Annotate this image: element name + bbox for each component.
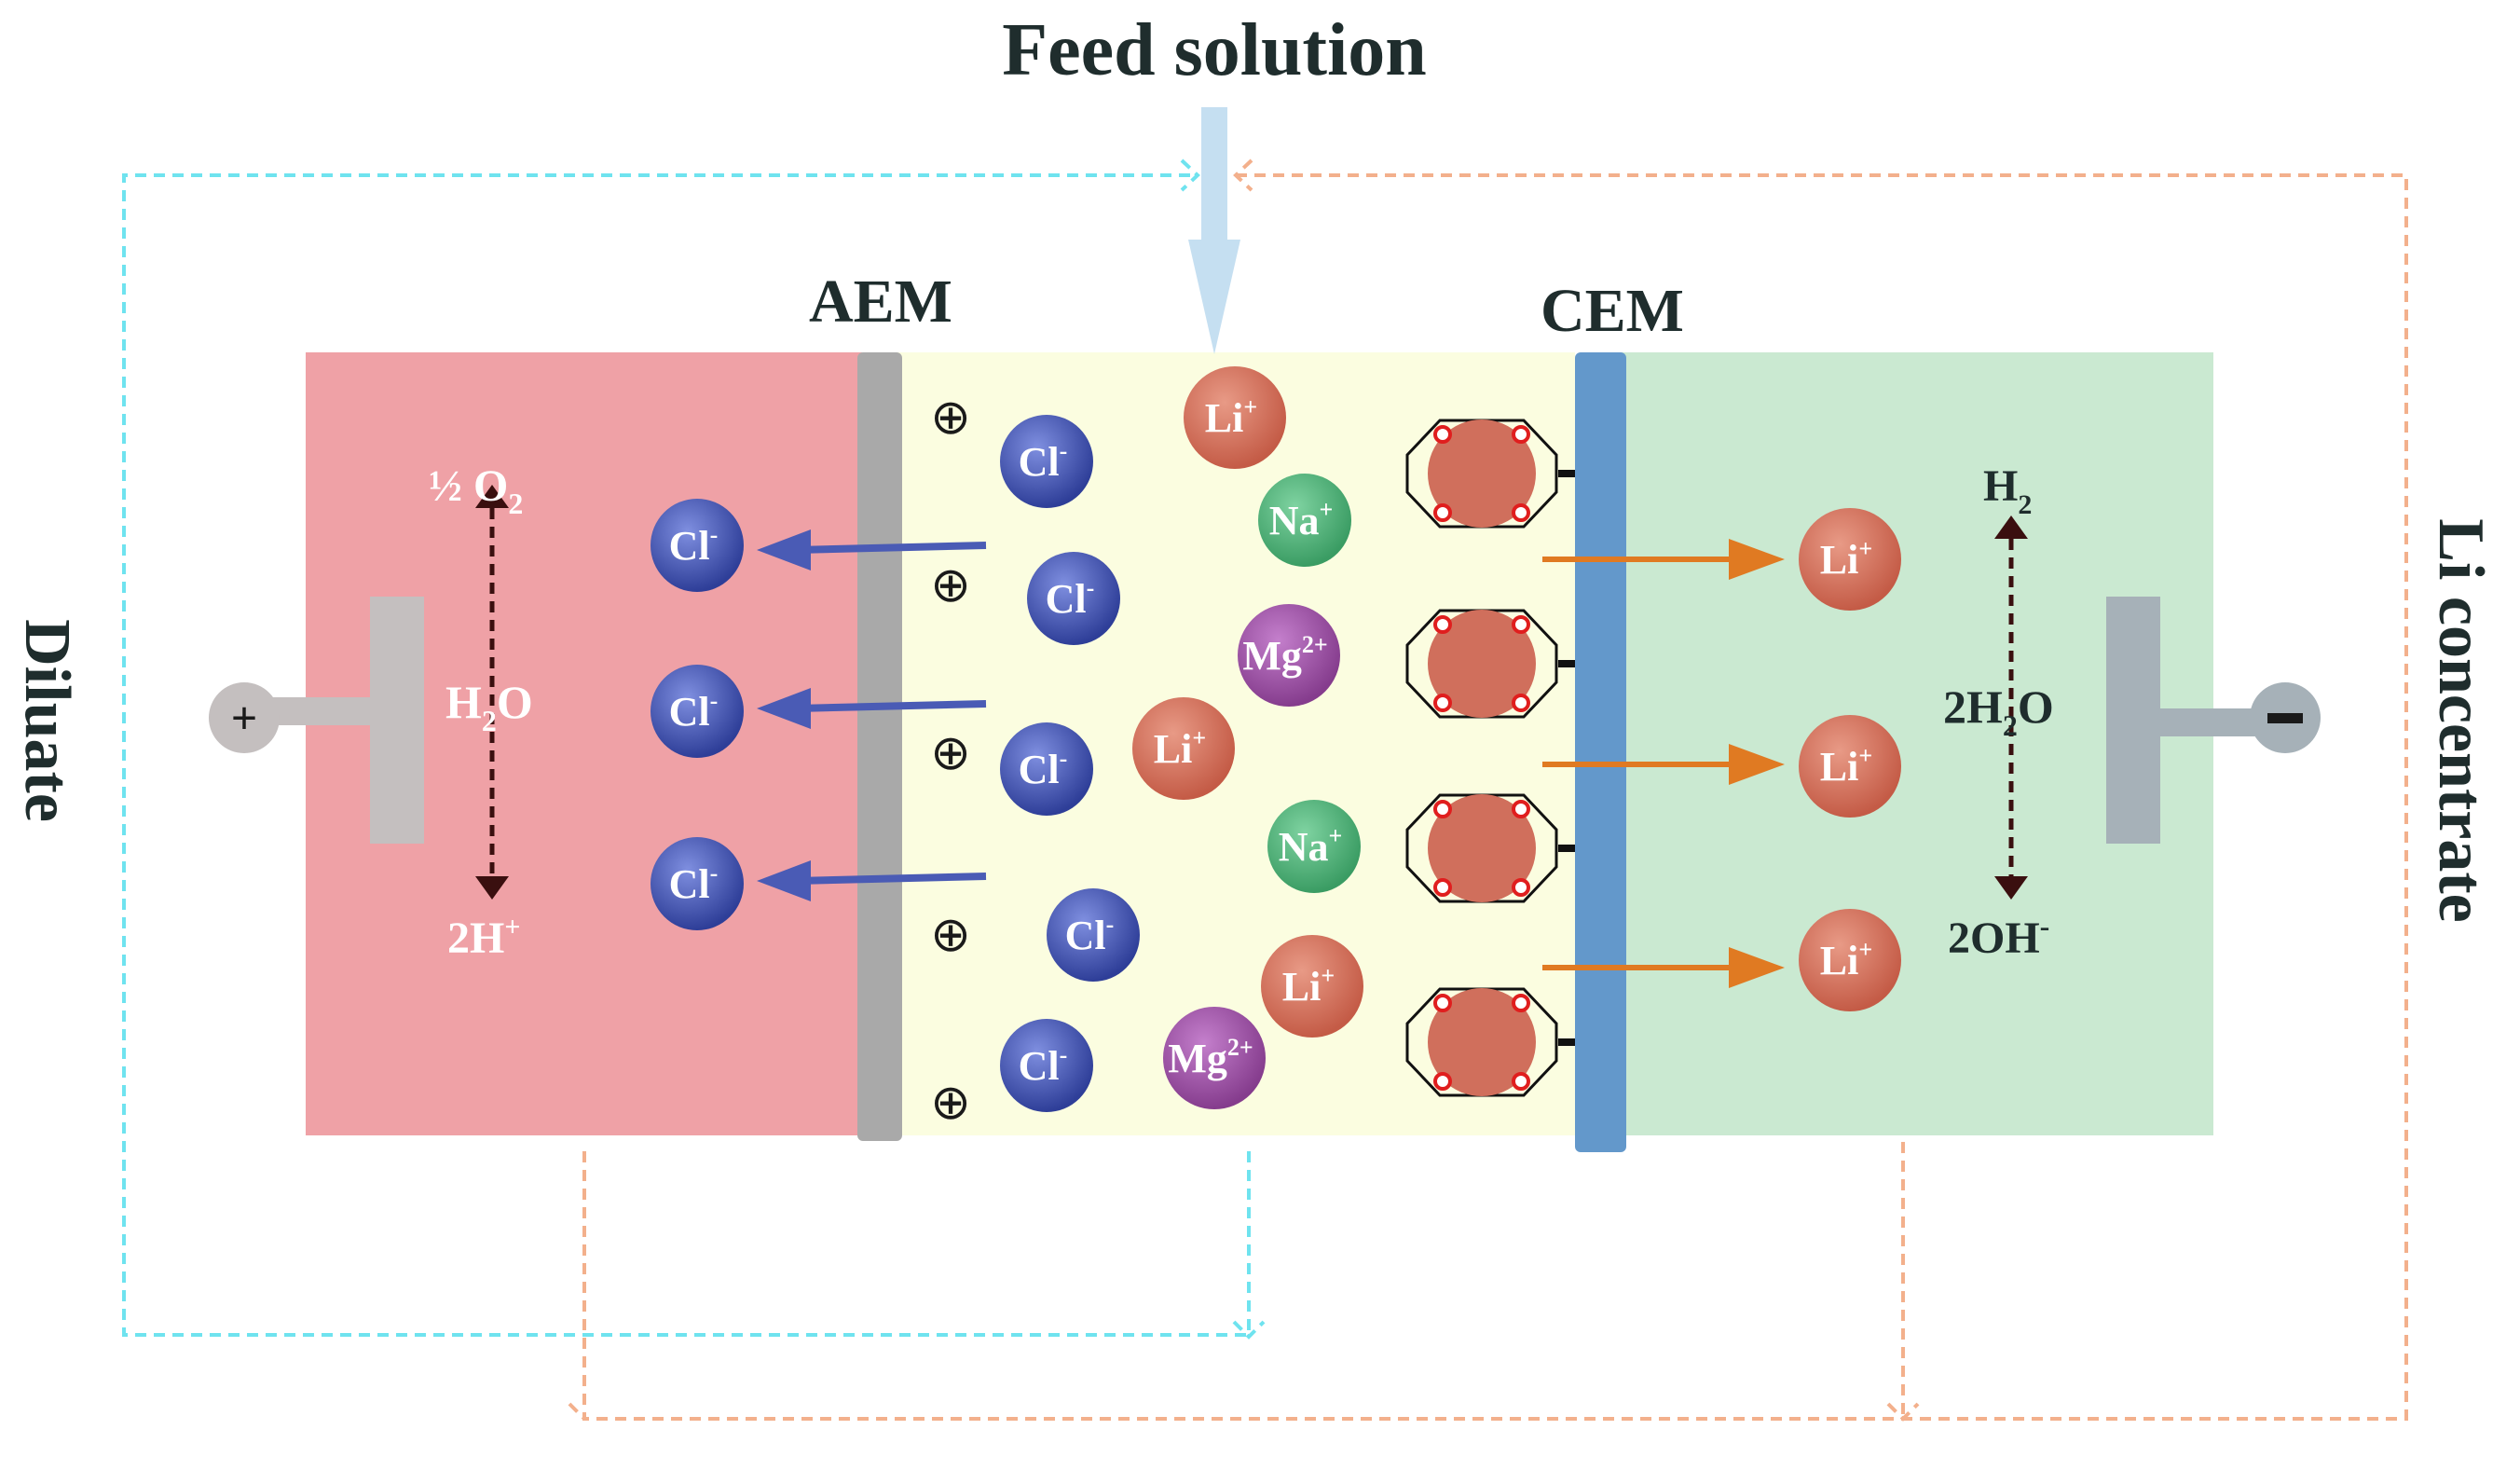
cl-ion-label: Cl- [1019, 437, 1068, 485]
cem-membrane [1575, 352, 1626, 1152]
li-ion-label: Li+ [1820, 742, 1872, 790]
ions: Cl- Cl- Cl- Cl- Cl- Cl- Cl- Cl- Li+ Li+ Li+ Na+ Na+ M… [651, 366, 1901, 1112]
mg-sphere [1238, 604, 1340, 707]
mg-ion-label: Mg2+ [1168, 1034, 1253, 1081]
plus-charge-4: ⊕ [930, 907, 971, 963]
li-ion-9: Li+ [1184, 366, 1286, 469]
na-ion-label: Na+ [1279, 822, 1343, 870]
li-sphere [1261, 935, 1363, 1038]
cl-ion-1: Cl- [651, 499, 744, 592]
li-sphere [1132, 697, 1235, 800]
cl-sphere [1047, 888, 1140, 982]
anode-product-oxygen: ½ O2 [429, 461, 523, 520]
li-ion-label: Li+ [1154, 724, 1206, 772]
plus-charge-5: ⊕ [930, 1075, 971, 1131]
anode-electrode [209, 597, 424, 844]
cl-ion-6: Cl- [1000, 722, 1093, 816]
cathode-arrow-up-head [1994, 515, 2028, 539]
plus-charge-1: ⊕ [930, 390, 971, 446]
mg-ion-14: Mg2+ [1238, 604, 1340, 707]
cl-ion-7: Cl- [1047, 888, 1140, 982]
cl-ion-label: Cl- [669, 859, 719, 907]
li-concentrate-label: Li concentrate [2425, 518, 2497, 922]
mg-ion-label: Mg2+ [1242, 631, 1327, 679]
na-ion-13: Na+ [1267, 800, 1361, 893]
aem-membrane [857, 352, 902, 1141]
chloride-transport-arrows [757, 529, 987, 901]
li-ion-16: Li+ [1799, 508, 1901, 611]
anode-arrow-down-head [475, 876, 509, 900]
li-ion-10: Li+ [1132, 697, 1235, 800]
li-sphere [1799, 909, 1901, 1011]
na-sphere [1258, 474, 1351, 567]
anode-arrow-up-head [475, 485, 509, 508]
cl-ion-5: Cl- [1027, 552, 1120, 645]
cem-label: CEM [1541, 277, 1684, 345]
cl-sphere [651, 499, 744, 592]
anode-sign: + [231, 692, 258, 744]
na-ion-12: Na+ [1258, 474, 1351, 567]
li-ion-label: Li+ [1820, 936, 1872, 983]
aem-label: AEM [809, 268, 952, 336]
crown-ether-complexes [1405, 419, 1575, 1097]
cl-sphere [1000, 415, 1093, 508]
cathode-reactant-water: 2H2O [1943, 680, 2054, 742]
cyan-recirculation-loop [122, 158, 1266, 1340]
li-ion-label: Li+ [1820, 535, 1872, 583]
diluate-label: Diluate [11, 619, 83, 822]
li-sphere [1799, 715, 1901, 818]
aem-fixed-charges: ⊕ ⊕ ⊕ ⊕ ⊕ [930, 390, 971, 1131]
cl-ion-3: Cl- [651, 837, 744, 930]
cl-sphere [1027, 552, 1120, 645]
crown-ether-2 [1405, 609, 1575, 719]
mg-sphere [1163, 1007, 1266, 1109]
plus-charge-2: ⊕ [930, 557, 971, 613]
na-ion-label: Na+ [1269, 496, 1334, 543]
cl-ion-label: Cl- [1019, 745, 1068, 792]
cl-sphere [651, 665, 744, 758]
na-sphere [1267, 800, 1361, 893]
plus-charge-3: ⊕ [930, 725, 971, 781]
crown-ether-3 [1405, 793, 1575, 903]
cl-sphere [1000, 1019, 1093, 1112]
li-ion-18: Li+ [1799, 909, 1901, 1011]
lithium-transport-arrows [1542, 539, 1785, 988]
crown-ether-1 [1405, 419, 1575, 529]
feed-inlet-arrow [1188, 107, 1240, 354]
cl-ion-label: Cl- [669, 687, 719, 735]
cathode-arrow-down-head [1994, 876, 2028, 900]
orange-recirculation-loop [568, 158, 2408, 1422]
cl-ion-4: Cl- [1000, 415, 1093, 508]
li-ion-label: Li+ [1205, 393, 1257, 441]
feed-solution-title: Feed solution [1002, 9, 1427, 91]
anode-reactant-water: H2O [445, 676, 533, 737]
cl-ion-label: Cl- [1046, 574, 1095, 622]
anode-product-protons: 2H+ [447, 912, 520, 963]
crown-ether-4 [1405, 987, 1575, 1097]
cathode-sign [2267, 713, 2303, 723]
cl-ion-8: Cl- [1000, 1019, 1093, 1112]
li-ion-label: Li+ [1282, 962, 1335, 1010]
li-sphere [1799, 508, 1901, 611]
cathode-product-hydroxide: 2OH- [1948, 909, 2049, 963]
cl-ion-label: Cl- [1065, 911, 1115, 958]
cl-ion-2: Cl- [651, 665, 744, 758]
cl-sphere [651, 837, 744, 930]
cl-ion-label: Cl- [669, 521, 719, 569]
mg-ion-15: Mg2+ [1163, 1007, 1266, 1109]
cl-sphere [1000, 722, 1093, 816]
cl-ion-label: Cl- [1019, 1041, 1068, 1089]
cathode-product-hydrogen: H2 [1983, 461, 2032, 520]
li-ion-11: Li+ [1261, 935, 1363, 1038]
li-ion-17: Li+ [1799, 715, 1901, 818]
li-sphere [1184, 366, 1286, 469]
